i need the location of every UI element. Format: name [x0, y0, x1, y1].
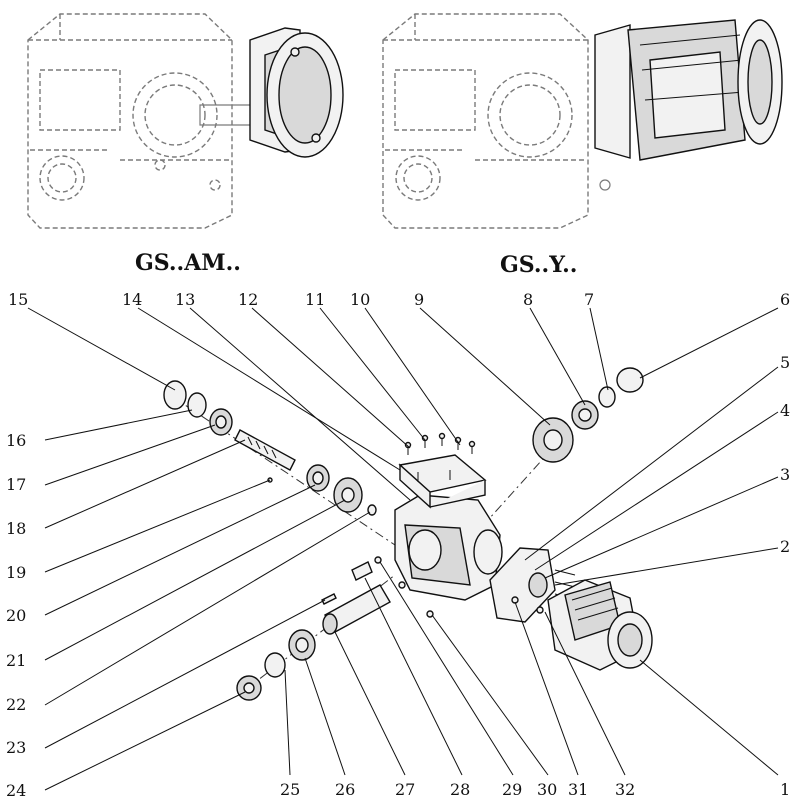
callout-8: 8	[523, 290, 533, 309]
callout-30: 30	[537, 780, 557, 799]
callout-27: 27	[395, 780, 415, 799]
callout-19: 19	[6, 563, 26, 582]
callout-7: 7	[584, 290, 594, 309]
callout-22: 22	[6, 695, 26, 714]
callout-24: 24	[6, 781, 26, 800]
callout-4: 4	[780, 401, 790, 420]
callout-13: 13	[175, 290, 195, 309]
callout-10: 10	[350, 290, 370, 309]
callout-12: 12	[238, 290, 258, 309]
callout-9: 9	[414, 290, 424, 309]
callout-18: 18	[6, 519, 26, 538]
callout-29: 29	[502, 780, 522, 799]
title-gs-y: GS..Y..	[500, 252, 577, 278]
callout-28: 28	[450, 780, 470, 799]
callout-3: 3	[780, 465, 790, 484]
callout-6: 6	[780, 290, 790, 309]
callout-21: 21	[6, 651, 26, 670]
exploded-view	[163, 367, 653, 701]
callout-14: 14	[122, 290, 142, 309]
title-gs-am: GS..AM..	[135, 250, 241, 276]
callout-31: 31	[568, 780, 588, 799]
callout-25: 25	[280, 780, 300, 799]
gs-am-illustration	[27, 13, 344, 229]
callout-5: 5	[780, 353, 790, 372]
callout-15: 15	[8, 290, 28, 309]
callout-20: 20	[6, 606, 26, 625]
callout-17: 17	[6, 475, 26, 494]
callout-26: 26	[335, 780, 355, 799]
callout-2: 2	[780, 537, 790, 556]
bolts	[404, 432, 476, 482]
callout-1: 1	[780, 780, 790, 799]
callout-32: 32	[615, 780, 635, 799]
leader-lines	[27, 307, 779, 791]
callout-numbers: 15 14 13 12 11 10 9 8 7 6 5 4 3 2 16 17 …	[6, 290, 790, 800]
callout-11: 11	[305, 290, 325, 309]
gs-y-illustration	[382, 13, 783, 229]
callout-23: 23	[6, 738, 26, 757]
callout-16: 16	[6, 431, 26, 450]
